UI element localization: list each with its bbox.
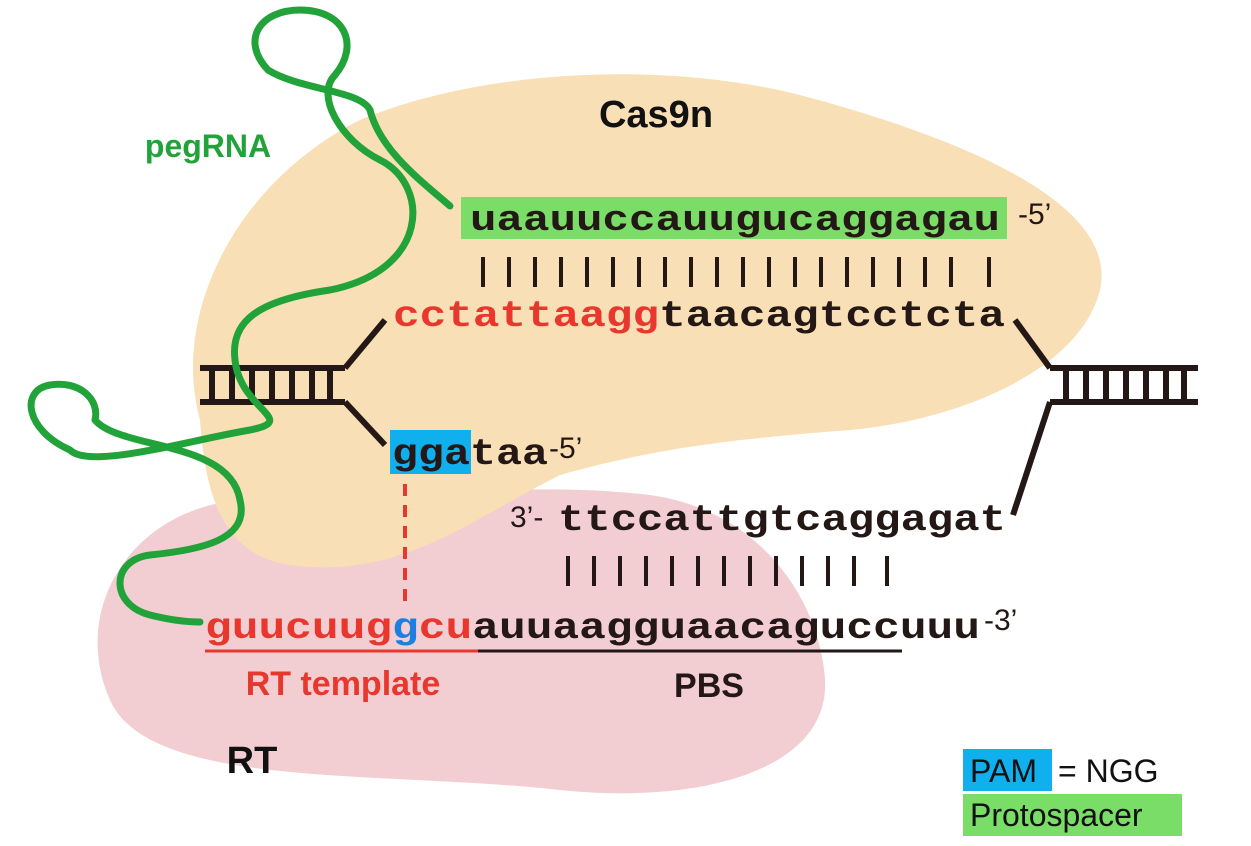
legend-pam-definition: = NGG xyxy=(1058,753,1158,789)
legend-pam-label: PAM xyxy=(970,753,1037,789)
left-dna-ladder xyxy=(200,318,388,448)
legend-protospacer-label: Protospacer xyxy=(970,797,1143,833)
nicked-strand-sequence: ttccattgtcaggagat xyxy=(558,500,1006,542)
target-strand-red: cctattaagg xyxy=(393,296,659,338)
rt-template-sequence-part1: guucuug xyxy=(205,608,392,650)
rt-template-sequence-part2: cu xyxy=(419,608,472,650)
right-dna-ladder xyxy=(1010,318,1198,516)
rt-label: RT xyxy=(227,740,278,782)
protospacer-rna-sequence: uaauuccauugucaggagau xyxy=(470,200,1000,241)
pbs-sequence: auuaagguaacaguccuuu xyxy=(472,608,980,650)
pegrna-3prime: -3’ xyxy=(984,604,1017,637)
pegrna-strand xyxy=(27,6,454,626)
nicked-strand-3prime: 3’- xyxy=(510,501,543,534)
pam-highlight xyxy=(390,430,471,474)
protospacer-rna-5prime: -5’ xyxy=(1018,198,1051,231)
pbs-pairing-bars xyxy=(566,556,889,586)
pam-sequence: gga xyxy=(392,434,470,476)
legend: PAM = NGG Protospacer xyxy=(963,749,1182,836)
pbs-label: PBS xyxy=(674,667,744,705)
rt-template-label: RT template xyxy=(246,665,441,703)
cas9n-label: Cas9n xyxy=(599,94,713,136)
target-strand-black: taacagtcctcta xyxy=(659,296,1005,338)
protospacer-pairing-bars xyxy=(481,257,991,287)
pam-tail-sequence: taa xyxy=(470,434,548,476)
legend-protospacer-swatch xyxy=(963,794,1182,836)
protospacer-highlight xyxy=(461,197,1007,239)
pegrna-label: pegRNA xyxy=(145,128,271,164)
edit-base: g xyxy=(392,608,419,650)
legend-pam-swatch xyxy=(963,749,1052,791)
pam-strand-5prime: -5’ xyxy=(549,432,582,465)
rt-enzyme-blob xyxy=(97,489,826,794)
